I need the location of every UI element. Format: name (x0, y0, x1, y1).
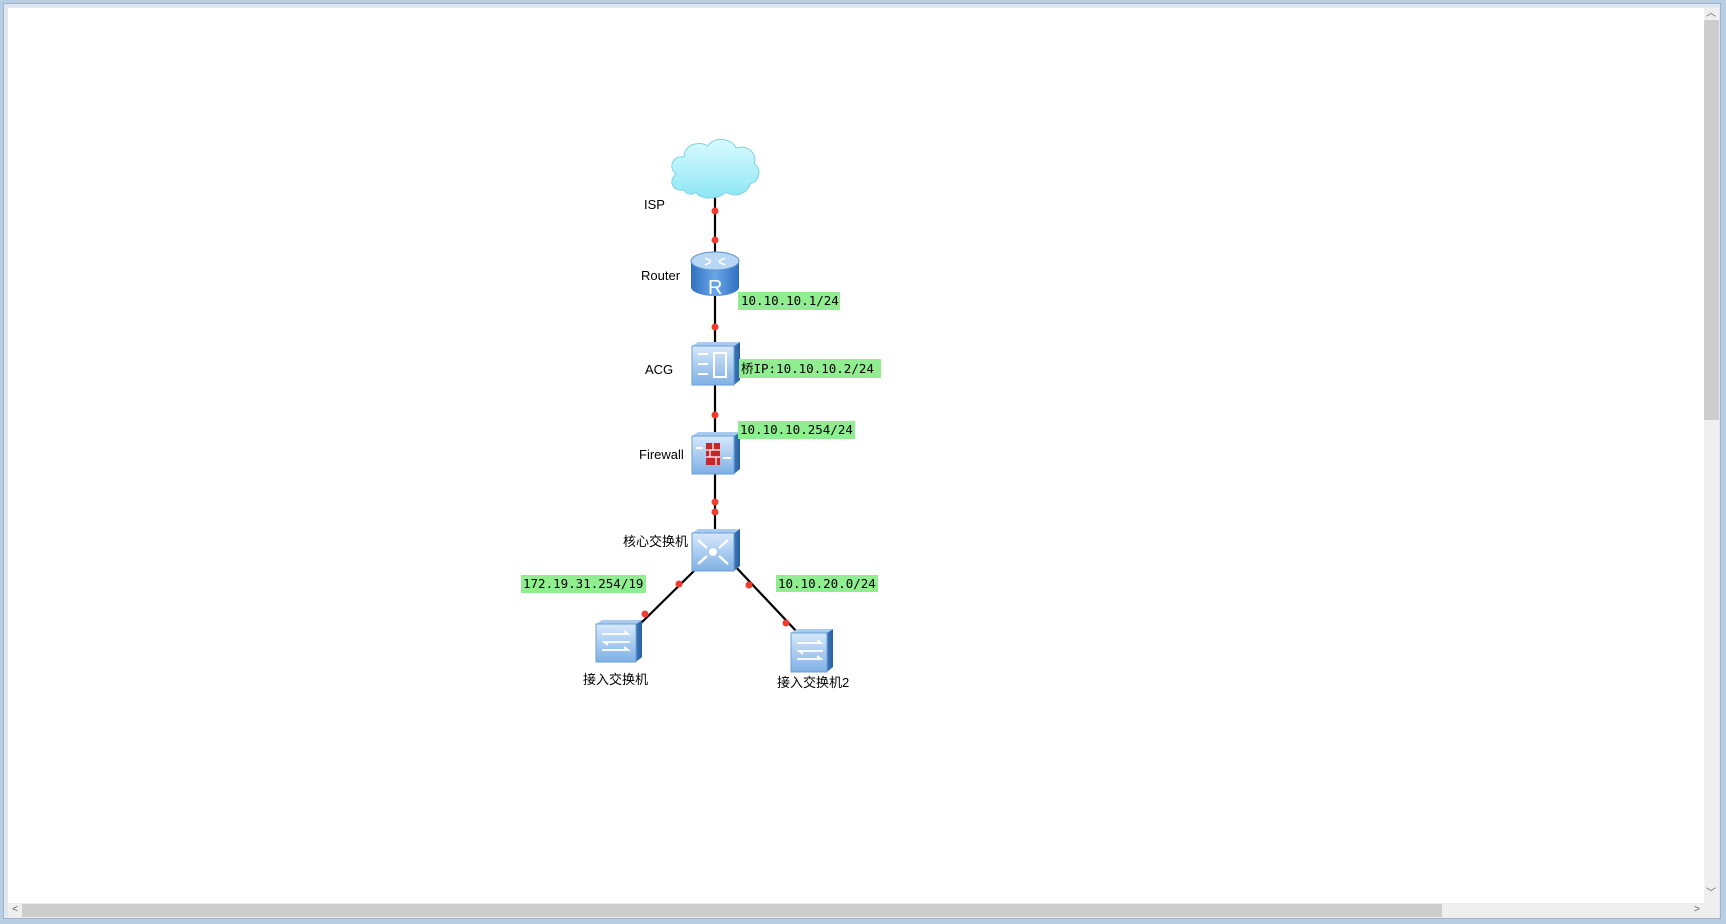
switch-icon (790, 629, 833, 673)
port-dot (745, 581, 753, 589)
ip-label-bg (738, 292, 840, 310)
access1-net-label: 172.19.31.254/19 (523, 576, 643, 591)
firewall-ip-label: 10.10.10.254/24 (740, 422, 853, 437)
scroll-down-icon[interactable]: ﹀ (1706, 888, 1716, 899)
node-label-access-switch-1: 接入交换机 (583, 672, 648, 687)
port-dot (711, 236, 719, 244)
core-switch-icon (691, 529, 740, 572)
port-dot (675, 580, 683, 588)
port-dot (711, 411, 719, 419)
scroll-right-icon[interactable]: > (1694, 904, 1700, 915)
node-label-router: Router (641, 268, 681, 283)
node-label-firewall: Firewall (639, 447, 684, 462)
horizontal-scroll-thumb[interactable] (22, 904, 1442, 917)
node-label-access-switch-2: 接入交换机2 (777, 675, 849, 690)
router-node[interactable]: R Router (641, 251, 740, 299)
svg-text:R: R (708, 277, 722, 299)
vertical-scrollbar[interactable]: ︿ ﹀ (1704, 8, 1719, 903)
acg-node[interactable]: ACG (645, 342, 740, 386)
port-dot (711, 508, 719, 516)
scroll-up-icon[interactable]: ︿ (1706, 8, 1716, 19)
core-switch-node[interactable]: 核心交换机 (623, 529, 740, 572)
access-switch-1-node[interactable]: 接入交换机 (583, 620, 648, 687)
vertical-scroll-thumb[interactable] (1704, 20, 1719, 420)
ip-label-bg (739, 359, 881, 378)
port-dot (711, 207, 719, 215)
firewall-icon (691, 432, 740, 475)
port-dot (711, 498, 719, 506)
router-ip-label: 10.10.10.1/24 (741, 293, 839, 308)
router-icon: R (690, 251, 740, 299)
isp-node[interactable]: ISP (644, 139, 760, 212)
topology-canvas[interactable] (8, 8, 1704, 903)
acg-icon (691, 342, 740, 386)
firewall-node[interactable]: Firewall (639, 432, 740, 475)
port-dot (782, 619, 790, 627)
ip-label-bg (738, 421, 855, 439)
ip-label-bg (521, 575, 646, 593)
access-switch-2-node[interactable]: 接入交换机2 (777, 629, 849, 690)
port-dot (711, 323, 719, 331)
ip-label-bg (776, 575, 878, 592)
scroll-left-icon[interactable]: < (12, 904, 18, 915)
node-label-isp: ISP (644, 197, 665, 212)
port-dot (641, 610, 649, 618)
access2-net-label: 10.10.20.0/24 (778, 576, 876, 591)
acg-ip-label: 桥IP:10.10.10.2/24 (741, 361, 874, 376)
node-label-core-switch: 核心交换机 (623, 534, 688, 549)
node-label-acg: ACG (645, 362, 673, 377)
horizontal-scrollbar[interactable]: < > (8, 903, 1719, 918)
switch-icon (595, 620, 642, 663)
port-dots (641, 207, 790, 627)
cloud-icon (671, 139, 760, 199)
link-core-access1[interactable] (633, 566, 699, 631)
